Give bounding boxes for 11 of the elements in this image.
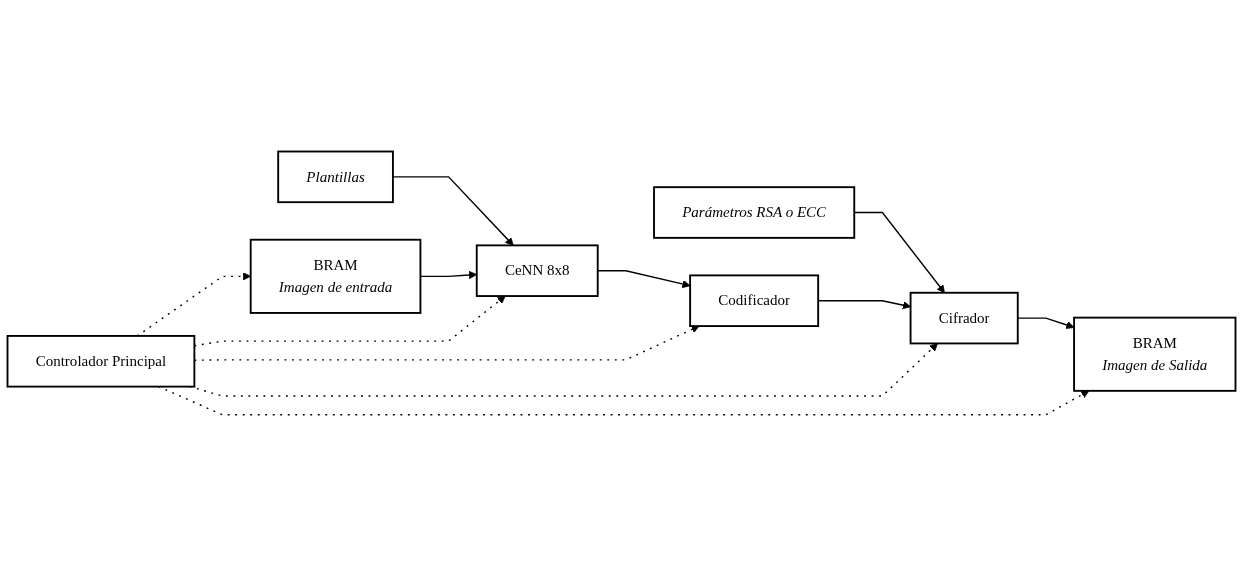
node-box: Controlador Principal xyxy=(6,335,196,388)
node-box: CeNN 8x8 xyxy=(475,244,599,298)
node-box: Cifrador xyxy=(909,292,1019,345)
node-box: BRAM Imagen de entrada xyxy=(249,239,422,315)
arrow xyxy=(392,176,514,247)
arrow xyxy=(1017,317,1075,330)
arrow xyxy=(597,270,691,289)
node-box: Codificador xyxy=(689,274,820,328)
node-box: Plantillas xyxy=(277,150,394,204)
node-box: BRAM Imagen de Salida xyxy=(1073,317,1237,393)
node-box: Parámetros RSA o ECC xyxy=(653,186,856,240)
